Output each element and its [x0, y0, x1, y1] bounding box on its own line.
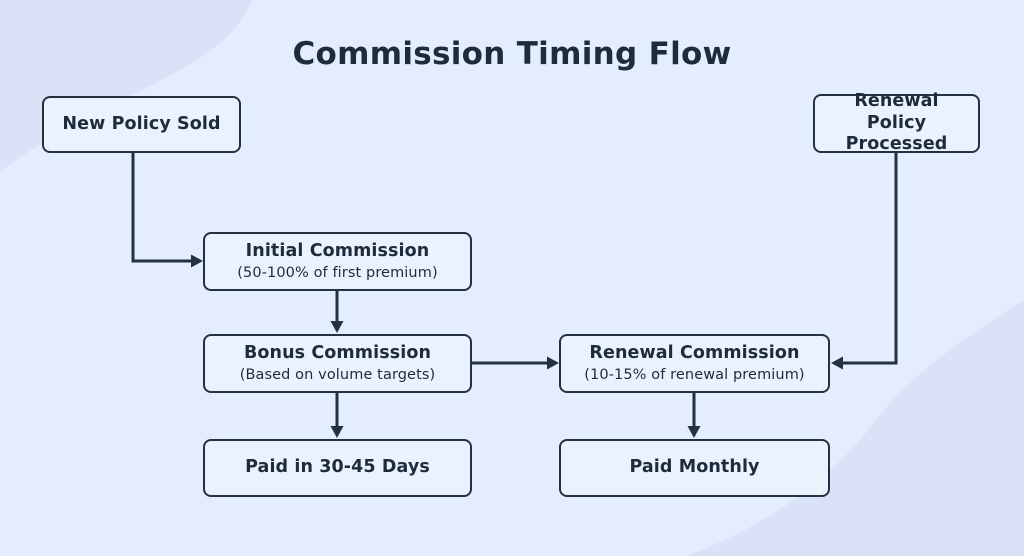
node-subtitle: (50-100% of first premium) [237, 265, 438, 282]
node-label: New Policy Sold [62, 113, 221, 134]
arrowhead-renewal-commission-to-paid-monthly [687, 426, 701, 438]
node-initial-commission: Initial Commission (50-100% of first pre… [203, 232, 472, 291]
node-subtitle: (10-15% of renewal premium) [584, 367, 805, 384]
node-paid-monthly: Paid Monthly [559, 439, 830, 497]
node-renewal-commission: Renewal Commission (10-15% of renewal pr… [559, 334, 830, 393]
arrowhead-bonus-to-renewal-commission [547, 356, 559, 370]
node-subtitle: (Based on volume targets) [239, 367, 436, 384]
node-renewal-policy-processed: Renewal Policy Processed [813, 90, 980, 155]
node-new-policy-sold: New Policy Sold [42, 96, 241, 153]
node-label-line2: Processed [845, 134, 948, 155]
arrow-renewal-policy-to-renewal-commission [842, 153, 898, 365]
background-blob-bottom-right [686, 300, 1024, 556]
diagram-title: Commission Timing Flow [292, 36, 732, 72]
arrowhead-renewal-policy-to-renewal-commission [831, 356, 843, 370]
node-title: Renewal Commission [589, 342, 800, 363]
arrow-new-policy-to-initial [131, 153, 192, 263]
node-paid-in-30-45-days: Paid in 30-45 Days [203, 439, 472, 497]
arrowhead-initial-to-bonus [330, 321, 344, 333]
node-label: Paid Monthly [629, 457, 760, 478]
node-label-line1: Renewal Policy [854, 90, 939, 133]
node-title: Bonus Commission [243, 342, 432, 363]
node-title: Initial Commission [245, 240, 430, 261]
node-bonus-commission: Bonus Commission (Based on volume target… [203, 334, 472, 393]
arrowhead-bonus-to-paid-days [330, 426, 344, 438]
node-label: Paid in 30-45 Days [245, 457, 430, 478]
arrowhead-new-policy-to-initial [191, 254, 203, 268]
